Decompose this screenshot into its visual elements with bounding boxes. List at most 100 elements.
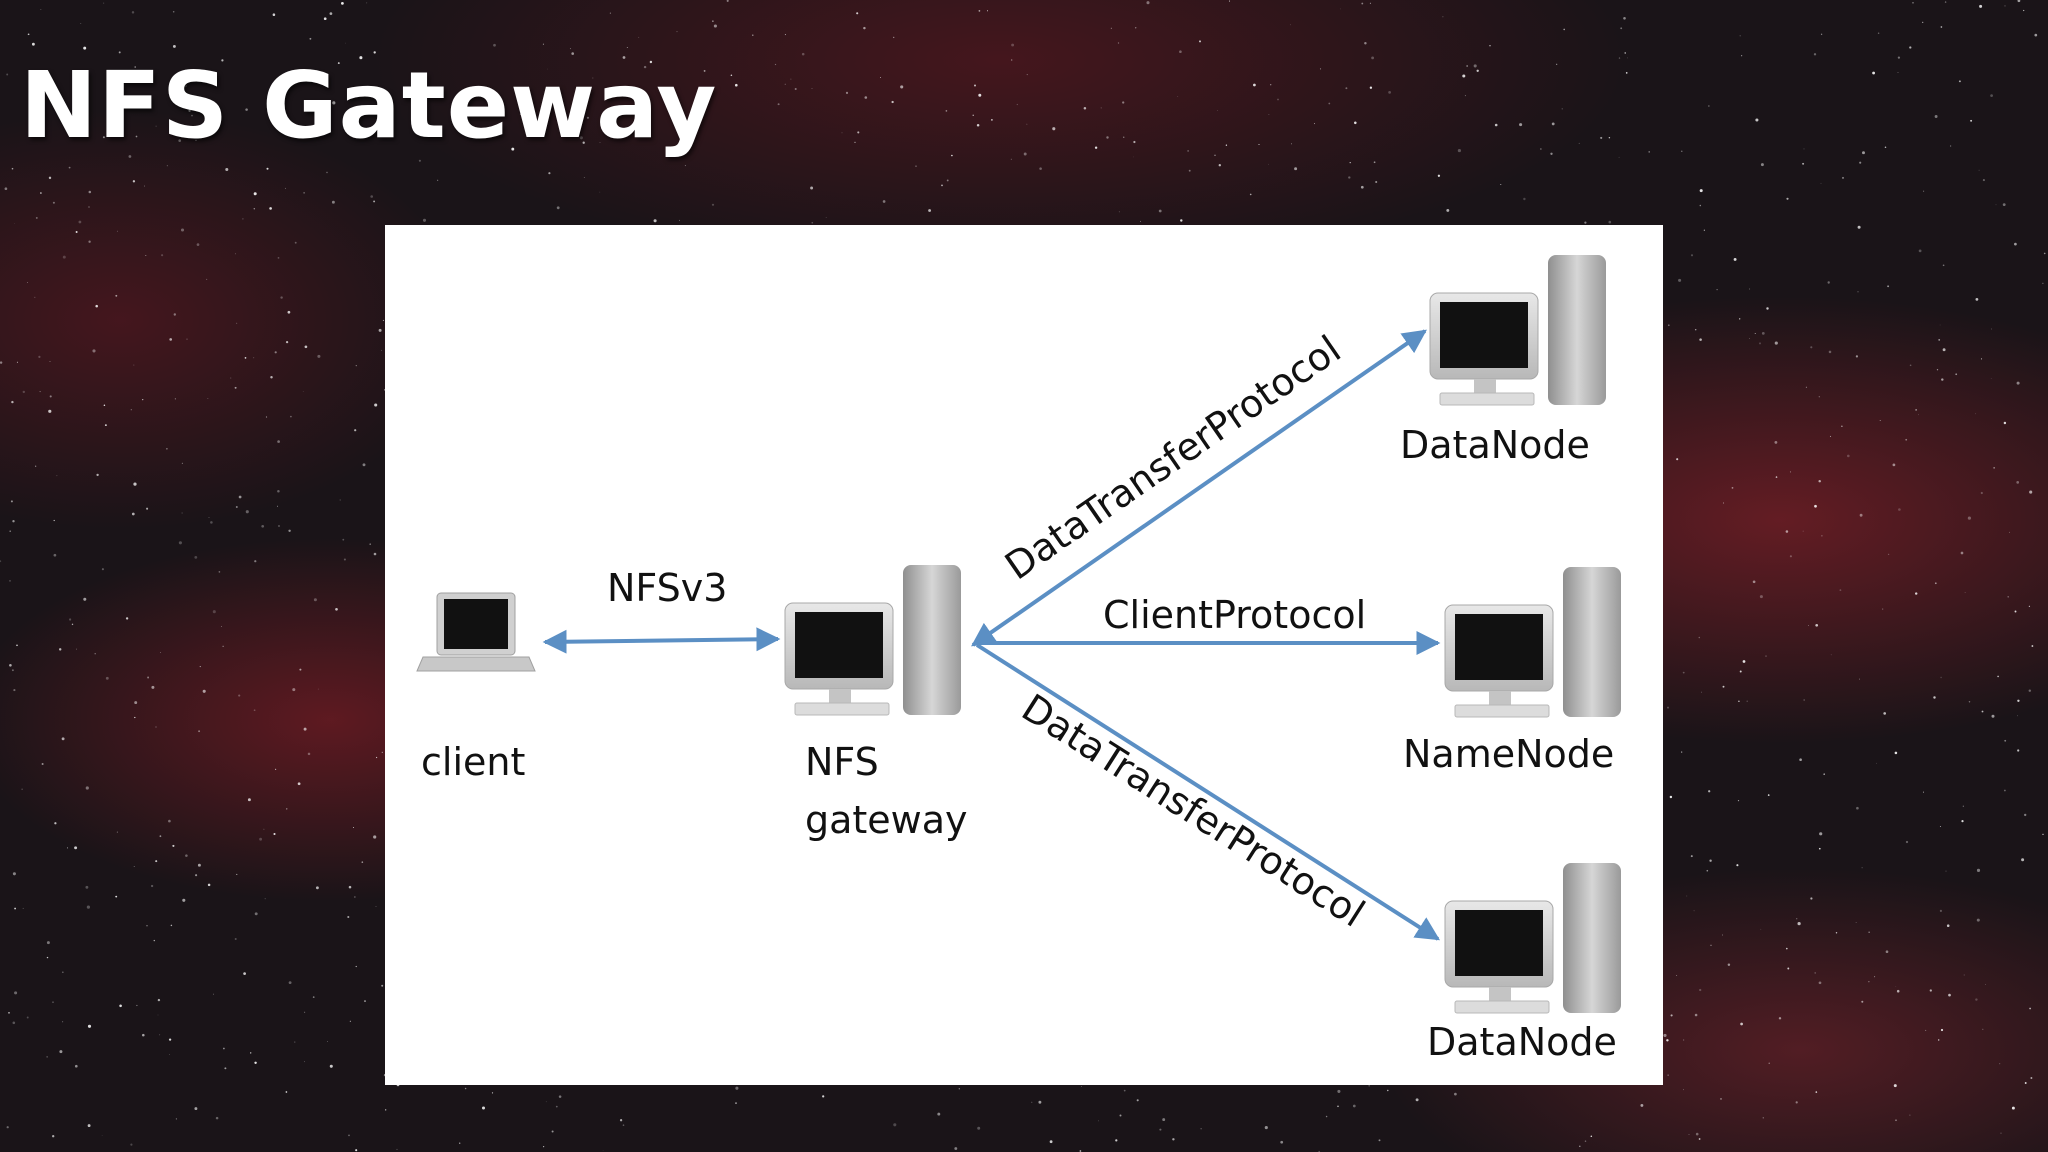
- star: [882, 200, 886, 203]
- star: [1868, 931, 1870, 933]
- star: [175, 1118, 177, 1120]
- star: [263, 828, 265, 830]
- star: [373, 200, 376, 203]
- star: [1608, 136, 1611, 139]
- star: [1746, 700, 1748, 702]
- star: [135, 135, 138, 138]
- star: [1676, 458, 1679, 461]
- star: [2017, 715, 2018, 717]
- star: [1454, 1092, 1457, 1096]
- star: [951, 154, 953, 157]
- star: [36, 83, 37, 85]
- star: [1883, 712, 1887, 715]
- star: [6, 1126, 9, 1129]
- star: [326, 171, 328, 174]
- star: [195, 139, 197, 141]
- star: [134, 701, 138, 705]
- star: [115, 895, 118, 898]
- star: [1010, 158, 1012, 160]
- star: [1345, 87, 1348, 90]
- star: [1727, 963, 1731, 966]
- star: [202, 689, 206, 693]
- star: [304, 1061, 305, 1063]
- star: [88, 206, 90, 208]
- star: [437, 179, 439, 181]
- star: [1859, 513, 1863, 517]
- star: [159, 1034, 161, 1036]
- star: [1733, 257, 1737, 261]
- star: [353, 827, 354, 828]
- star: [1624, 52, 1626, 54]
- star: [1895, 985, 1897, 987]
- star: [1369, 2, 1371, 4]
- star: [1119, 1114, 1122, 1117]
- star: [62, 255, 66, 259]
- star: [53, 519, 55, 522]
- star: [184, 84, 187, 88]
- star: [1721, 934, 1724, 936]
- star: [712, 20, 714, 22]
- star: [1011, 59, 1013, 61]
- star: [1802, 162, 1805, 165]
- star: [78, 87, 81, 89]
- star: [1106, 136, 1109, 139]
- star: [1375, 180, 1378, 184]
- star: [1446, 208, 1450, 212]
- star: [1892, 463, 1896, 467]
- star: [711, 203, 715, 206]
- star: [191, 114, 193, 117]
- star: [528, 98, 531, 100]
- star: [270, 375, 273, 379]
- star: [945, 110, 948, 112]
- star: [1835, 932, 1838, 934]
- star: [41, 762, 44, 766]
- star: [730, 74, 733, 77]
- star: [774, 63, 777, 66]
- star: [354, 429, 357, 432]
- star: [329, 1064, 333, 1068]
- star: [362, 463, 366, 467]
- star: [615, 91, 618, 94]
- star: [551, 1130, 554, 1133]
- star: [1739, 670, 1742, 673]
- star: [16, 361, 18, 363]
- star: [1187, 150, 1189, 152]
- star: [1364, 41, 1367, 45]
- star: [1829, 435, 1832, 437]
- star: [1940, 26, 1943, 28]
- star: [1294, 167, 1298, 171]
- star: [326, 1041, 328, 1042]
- star: [1975, 298, 1979, 301]
- star: [185, 854, 188, 857]
- star: [26, 1016, 29, 1019]
- star: [1133, 156, 1134, 158]
- star: [56, 475, 58, 477]
- star: [335, 607, 338, 611]
- star: [342, 538, 345, 541]
- star: [52, 201, 55, 204]
- star: [1861, 867, 1863, 869]
- star: [1739, 318, 1741, 320]
- star: [287, 310, 291, 314]
- star: [1975, 413, 1977, 415]
- star: [1759, 595, 1763, 599]
- star: [1905, 840, 1909, 844]
- star: [1280, 1140, 1284, 1144]
- star: [1857, 291, 1859, 293]
- star: [131, 11, 135, 14]
- node-label-datanode-top: DataNode: [1400, 423, 1590, 467]
- star: [1995, 204, 1997, 206]
- star: [864, 96, 868, 99]
- star: [1879, 420, 1881, 421]
- star: [382, 319, 384, 321]
- star: [2004, 739, 2007, 742]
- star: [290, 415, 292, 418]
- star: [118, 51, 121, 54]
- star: [222, 645, 224, 647]
- star: [1778, 1017, 1782, 1020]
- star: [2023, 9, 2025, 12]
- star: [856, 12, 859, 15]
- star: [1887, 285, 1890, 288]
- star: [161, 254, 164, 257]
- star: [599, 191, 601, 193]
